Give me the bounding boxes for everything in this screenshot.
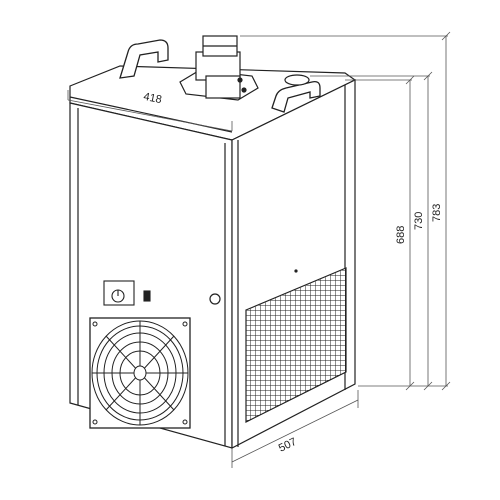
control-panel [103, 280, 151, 306]
power-switch-icon [143, 290, 151, 302]
dimension-width [67, 90, 233, 132]
dimension-heights [240, 31, 451, 391]
pump-icon [179, 35, 259, 101]
dim-height-730-label: 730 [413, 212, 425, 230]
dim-width-label: 418 [142, 91, 162, 106]
top-port [284, 74, 310, 86]
side-screw [294, 269, 298, 273]
handle-icon [119, 39, 169, 79]
dimension-depth [231, 390, 359, 468]
door-lock-icon [209, 293, 221, 305]
vent-grille [245, 267, 347, 423]
dim-height-783-label: 783 [431, 204, 443, 222]
dim-height-688-label: 688 [395, 226, 407, 244]
fan-icon [89, 317, 191, 429]
handle-icon [271, 80, 321, 113]
